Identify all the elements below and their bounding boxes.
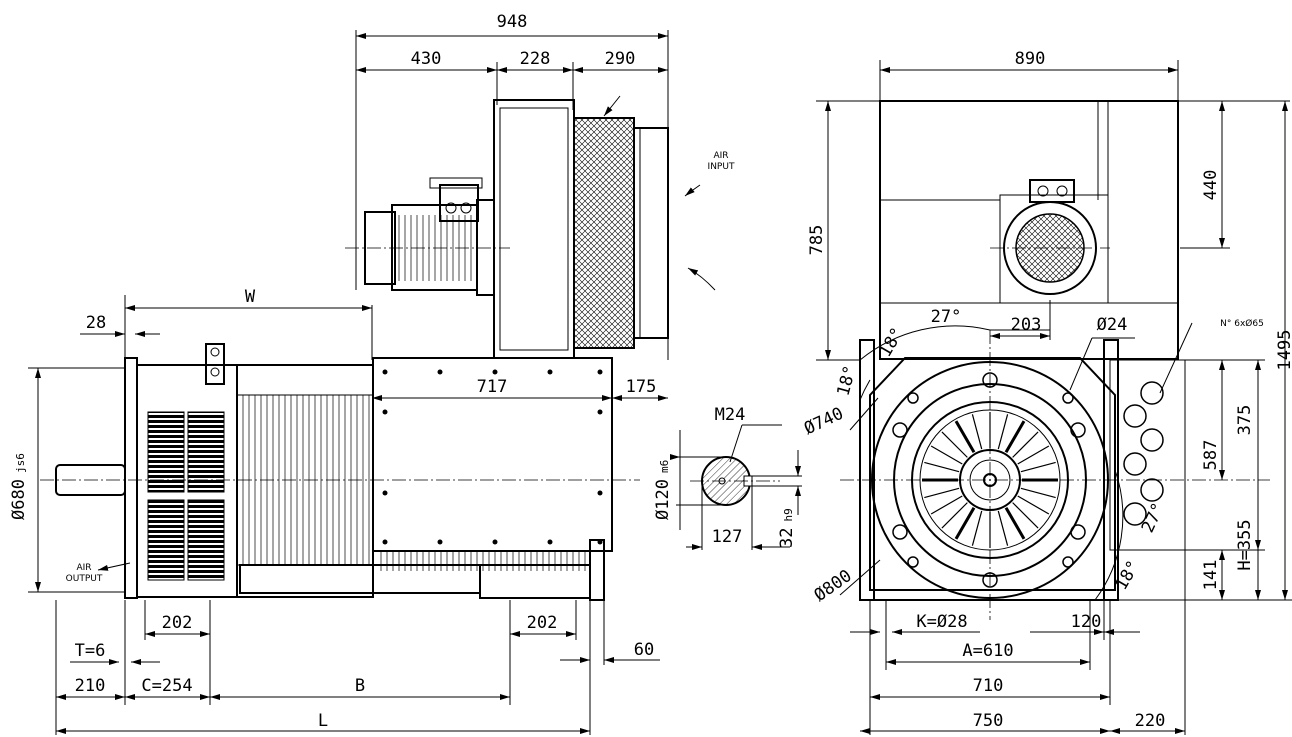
thread-M24: M24: [715, 405, 746, 425]
air-output-grille: [147, 411, 185, 493]
air-input-label-1: AIR: [713, 151, 728, 161]
dim-phi24: Ø24: [1097, 315, 1128, 335]
dim-C: C=254: [141, 676, 192, 696]
dim-750: 750: [973, 711, 1004, 731]
dim-28: 28: [86, 313, 106, 333]
air-output-label-2: OUTPUT: [66, 574, 103, 584]
dim-203: 203: [1011, 315, 1042, 335]
angle-27-top: 27°: [931, 307, 962, 327]
dim-H: H=355: [1235, 519, 1255, 570]
dim-W: W: [245, 287, 256, 307]
dim-290: 290: [605, 49, 636, 69]
dim-T: T=6: [75, 641, 106, 661]
rotor-spoke: [930, 495, 963, 515]
rotor-spoke: [954, 420, 976, 454]
dim-120-foot: 120: [1071, 612, 1102, 632]
dim-680: Ø680js6: [9, 453, 29, 520]
dim-120-shaft: Ø120m6: [653, 460, 673, 520]
dim-587: 587: [1201, 440, 1221, 471]
rotor-spoke: [924, 487, 960, 499]
dim-1495: 1495: [1275, 330, 1292, 371]
dim-890: 890: [1015, 49, 1046, 69]
rotor-spoke: [997, 414, 1009, 450]
dim-K: K=Ø28: [916, 612, 967, 632]
dim-L: L: [318, 711, 328, 731]
rotor-spoke: [971, 414, 983, 450]
dim-228: 228: [520, 49, 551, 69]
dim-60: 60: [634, 640, 654, 660]
side-view: 948 430 228 290 W 28 717 175 Ø680js6 202…: [9, 12, 735, 735]
dim-phi740: Ø740: [801, 404, 847, 439]
air-input-label-2: INPUT: [708, 162, 735, 172]
dim-948: 948: [497, 12, 528, 32]
rotor-spoke: [930, 445, 963, 465]
rotor-spoke: [971, 510, 983, 546]
dim-key-32: 32h9: [777, 508, 797, 548]
rotor-spoke: [941, 431, 968, 458]
rotor-spoke: [1012, 502, 1039, 529]
rotor-spoke: [1017, 495, 1050, 515]
rotor-spoke: [1004, 506, 1026, 540]
angle-18-bottom: 18°: [1111, 557, 1144, 594]
dim-141: 141: [1201, 560, 1221, 591]
dim-phi800: Ø800: [811, 566, 856, 606]
rotor-spoke: [1020, 461, 1056, 473]
dim-717: 717: [477, 377, 508, 397]
rotor-spoke: [941, 502, 968, 529]
dim-202-left: 202: [162, 613, 193, 633]
dim-210: 210: [75, 676, 106, 696]
rotor-spoke: [1017, 445, 1050, 465]
rotor-spoke: [954, 506, 976, 540]
dim-375: 375: [1235, 405, 1255, 436]
air-output-label-1: AIR: [76, 563, 91, 573]
rotor-spoke: [924, 461, 960, 473]
rotor-spoke: [1012, 431, 1039, 458]
rotor-spoke: [1020, 487, 1056, 499]
dim-202-right: 202: [527, 613, 558, 633]
dim-710: 710: [973, 676, 1004, 696]
dim-B: B: [355, 676, 365, 696]
angle-18-left: 18°: [834, 363, 861, 398]
dim-440: 440: [1201, 170, 1221, 201]
dim-220: 220: [1135, 711, 1166, 731]
dim-175: 175: [626, 377, 657, 397]
air-filter: [573, 117, 635, 349]
dim-785: 785: [807, 225, 827, 256]
holes-note: N° 6xØ65: [1220, 318, 1264, 329]
dim-A: A=610: [962, 641, 1013, 661]
dim-127: 127: [712, 527, 743, 547]
rotor-spoke: [1004, 420, 1026, 454]
shaft-detail: M24 Ø120m6 127 32h9: [653, 405, 802, 550]
rotor-spoke: [997, 510, 1009, 546]
end-view: 890 440 785 1495 18° 27° 203 Ø24 N° 6xØ6…: [801, 49, 1292, 735]
dim-430: 430: [411, 49, 442, 69]
